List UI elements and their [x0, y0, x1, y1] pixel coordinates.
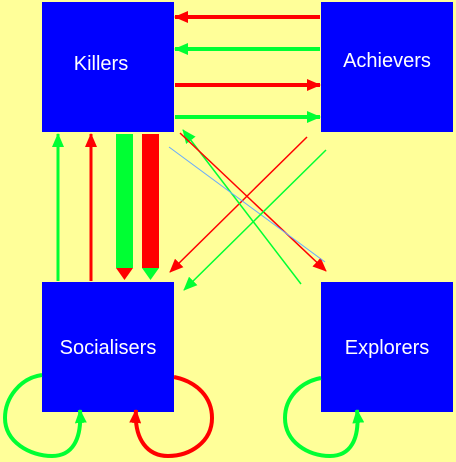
socialisers-box — [42, 282, 174, 412]
socialisers-red-self-loop — [129, 375, 215, 459]
killers-to-socialisers-red-bar — [142, 134, 159, 268]
killers-to-explorers-red-arrow — [179, 132, 327, 272]
socialisers-label: Socialisers — [60, 337, 157, 359]
killers-to-socialisers-green-bar — [116, 134, 133, 268]
achievers-to-socialisers-green-arrow — [183, 149, 327, 291]
achievers-to-socialisers-red-arrow — [169, 136, 308, 273]
explorers-box — [321, 282, 453, 412]
killers-explorers-blue-line — [168, 146, 326, 263]
explorers-label: Explorers — [345, 337, 429, 359]
red-bar-green-arrowhead — [142, 268, 159, 280]
achievers-label: Achievers — [343, 50, 431, 72]
achievers-box — [321, 2, 453, 132]
killers-box — [42, 2, 174, 132]
green-bar-red-arrowhead — [116, 268, 133, 280]
explorers-to-killers-green-arrow — [182, 129, 302, 285]
socialisers-green-self-loop — [2, 373, 87, 459]
killers-label: Killers — [74, 53, 128, 75]
explorers-green-self-loop — [282, 376, 365, 459]
